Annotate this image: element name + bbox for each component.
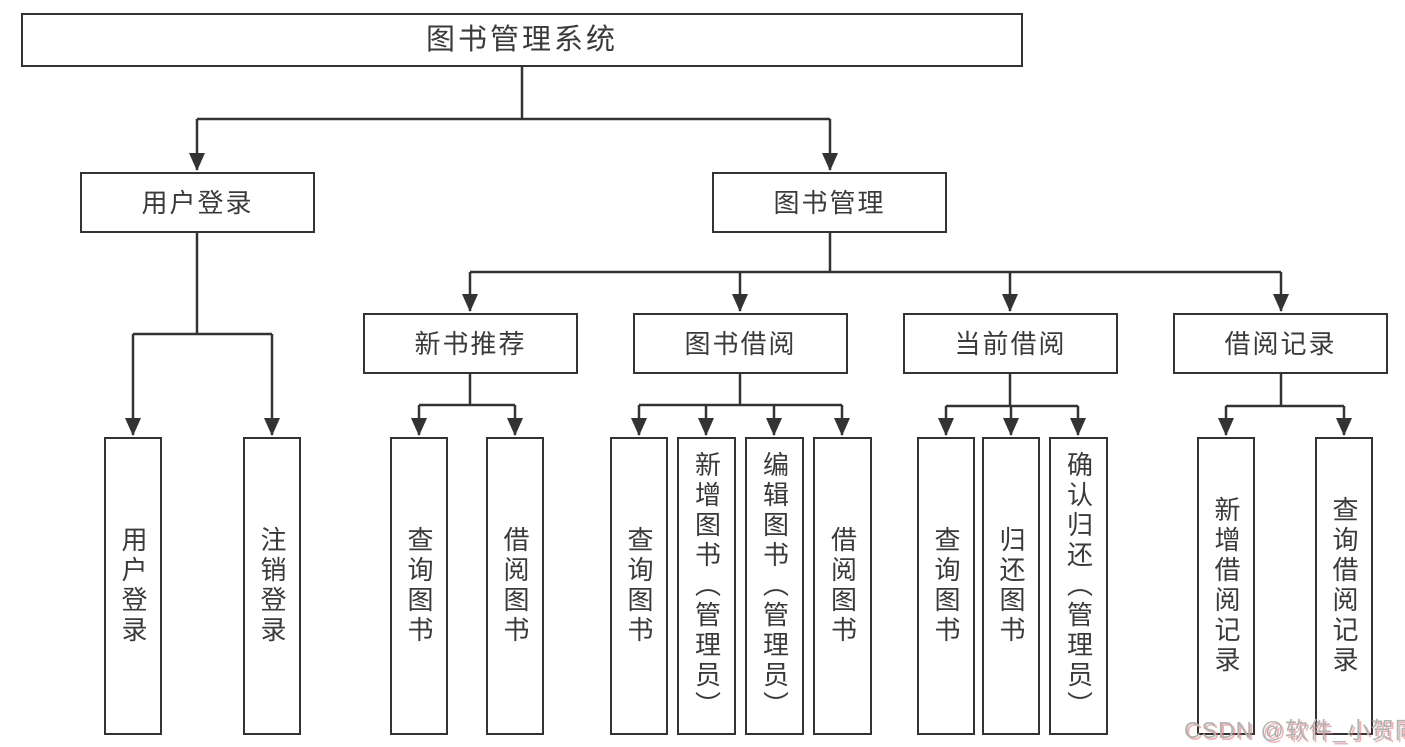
leaf-query-books-current: 查询图书 (917, 437, 975, 735)
node-user-login: 用户登录 (80, 172, 315, 233)
node-new-book-recommend: 新书推荐 (363, 313, 578, 374)
connector-borrow-record (1218, 374, 1352, 436)
leaf-query-books-recommend: 查询图书 (390, 437, 448, 735)
leaf-user-login: 用户登录 (104, 437, 162, 735)
connector-book-mgmt (462, 233, 1289, 312)
leaf-query-borrow-record: 查询借阅记录 (1315, 437, 1373, 735)
leaf-add-borrow-record: 新增借阅记录 (1197, 437, 1255, 735)
connector-book-borrow (631, 374, 850, 436)
leaf-add-book-admin: 新增图书（管理员） (677, 437, 736, 735)
csdn-watermark: CSDN @软件_小贺同学 (1184, 717, 1405, 743)
connector-user-login (125, 233, 280, 436)
connector-new-book-rec (411, 374, 523, 436)
node-root-system: 图书管理系统 (21, 13, 1023, 67)
leaf-borrow-books-recommend: 借阅图书 (486, 437, 544, 735)
connector-current-borrow (938, 374, 1086, 436)
leaf-return-books: 归还图书 (982, 437, 1040, 735)
node-borrow-record: 借阅记录 (1173, 313, 1388, 374)
node-book-management: 图书管理 (712, 172, 947, 233)
connector-root (189, 67, 838, 171)
leaf-confirm-return-admin: 确认归还（管理员） (1049, 437, 1108, 735)
leaf-borrow-books: 借阅图书 (813, 437, 872, 735)
leaf-edit-book-admin: 编辑图书（管理员） (745, 437, 804, 735)
node-book-borrow: 图书借阅 (633, 313, 848, 374)
leaf-query-books-borrow: 查询图书 (610, 437, 668, 735)
node-current-borrow: 当前借阅 (903, 313, 1118, 374)
leaf-logout: 注销登录 (243, 437, 301, 735)
